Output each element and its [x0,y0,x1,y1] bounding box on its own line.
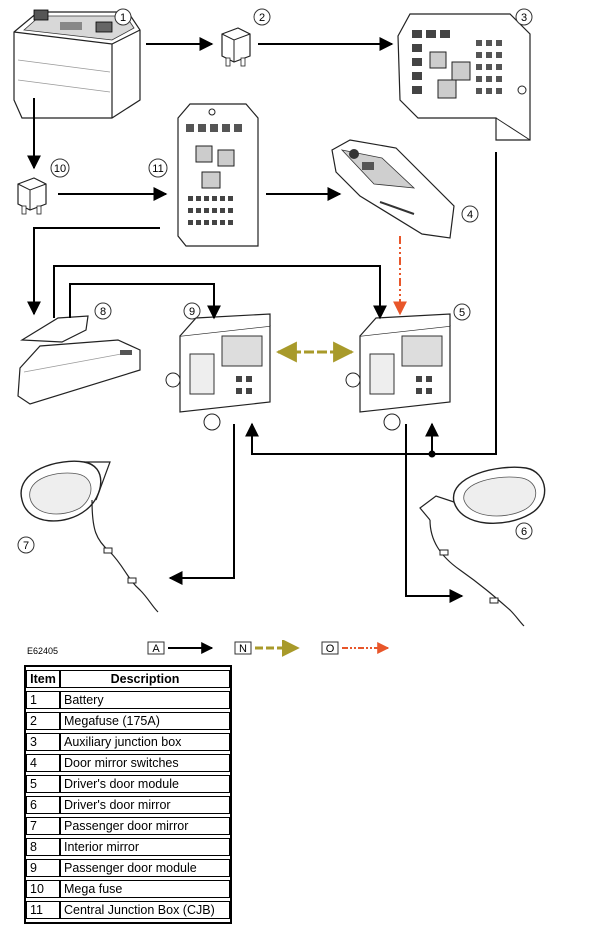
item-number: 2 [26,712,60,730]
callout-1: 1 [114,8,132,26]
connection-lines [27,37,497,603]
callout-9: 9 [183,302,201,320]
figure-id: E62405 [27,646,59,656]
item-description: Passenger door mirror [60,817,230,835]
callout-6: 6 [515,522,533,540]
svg-text:7: 7 [23,540,29,552]
callout-5: 5 [453,303,471,321]
svg-text:11: 11 [152,163,163,175]
battery-icon [13,9,141,119]
item-number: 10 [26,880,60,898]
door-module-icon [345,313,451,431]
item-number: 8 [26,838,60,856]
exterior-mirror-icon [20,460,159,613]
item-description: Driver's door mirror [60,796,230,814]
key-box-o [321,641,339,655]
callout-10: 10 [50,158,70,178]
interior-mirror-icon [17,315,141,405]
item-description: Interior mirror [60,838,230,856]
svg-text:10: 10 [54,163,66,175]
svg-text:1: 1 [120,12,126,24]
item-number: 1 [26,691,60,709]
svg-text:2: 2 [259,12,265,24]
wire-ajb-to-passenger-module [245,152,497,455]
item-number: 4 [26,754,60,772]
header-description: Description [60,670,230,688]
item-description: Driver's door module [60,775,230,793]
mirror-switch-icon [331,139,455,239]
megafuse-icon [17,177,47,215]
junction-box-icon [177,103,259,247]
key-code-a: A [152,643,160,655]
item-description: Auxiliary junction box [60,733,230,751]
item-description: Mega fuse [60,880,230,898]
item-number: 9 [26,859,60,877]
wire-cjb-to-driver-module [53,265,387,320]
exterior-mirror-icon [419,466,546,627]
svg-text:3: 3 [521,12,527,24]
table-header-row: Item Description [26,670,230,688]
callout-4: 4 [461,205,479,223]
svg-text:8: 8 [100,306,106,318]
item-description: Battery [60,691,230,709]
callout-11: 11 [148,158,168,178]
wire-driver-module-to-mirror [405,424,464,603]
item-number: 3 [26,733,60,751]
callout-2: 2 [253,8,271,26]
key-box-a [147,641,165,655]
svg-text:6: 6 [521,526,527,538]
wire-cjb-to-interior-mirror [27,227,160,316]
callout-3: 3 [515,8,533,26]
line-key-samples: A N O [147,640,390,657]
key-box-n [234,641,252,655]
callout-8: 8 [94,302,112,320]
item-number: 6 [26,796,60,814]
megafuse-icon [221,27,251,67]
junction-box-icon [397,13,531,141]
item-description: Door mirror switches [60,754,230,772]
key-code-n: N [239,643,247,655]
svg-text:5: 5 [459,307,465,319]
item-description: Megafuse (175A) [60,712,230,730]
door-module-icon [165,313,271,431]
svg-text:4: 4 [467,209,473,221]
wire-interior-mirror-to-passenger-module [69,283,221,320]
item-number: 5 [26,775,60,793]
wiring-diagram: 1 2 3 4 5 6 7 8 9 10 11 [13,8,546,627]
callout-7: 7 [17,536,35,554]
item-description: Passenger door module [60,859,230,877]
junction-dot [428,450,436,458]
key-code-o: O [326,643,335,655]
svg-text:9: 9 [189,306,195,318]
item-description: Central Junction Box (CJB) [60,901,230,919]
wire-passenger-module-to-mirror [168,424,235,585]
header-item: Item [26,670,60,688]
item-number: 11 [26,901,60,919]
item-number: 7 [26,817,60,835]
